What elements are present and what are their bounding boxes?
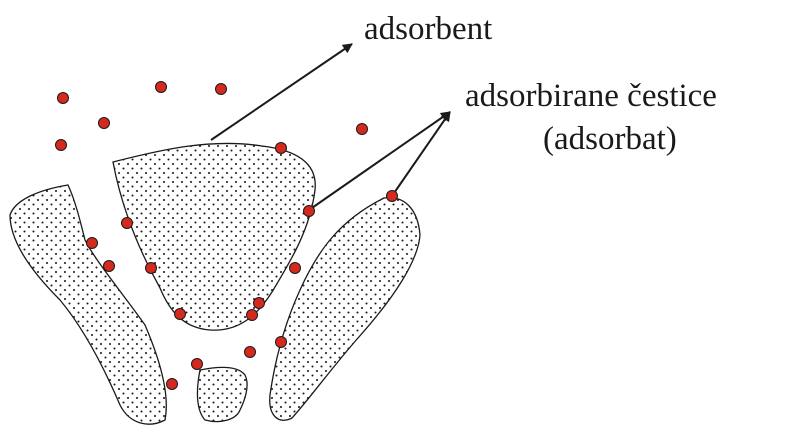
right-grain: [269, 197, 421, 421]
particle: [386, 190, 398, 202]
particle: [86, 237, 98, 249]
particle: [166, 378, 178, 390]
center-grain: [112, 142, 316, 331]
particle: [275, 142, 287, 154]
particle: [57, 92, 69, 104]
pointer-arrows: [210, 43, 451, 211]
particle: [191, 358, 203, 370]
arrow-particle-2: [391, 111, 451, 197]
particle: [121, 217, 133, 229]
particle: [145, 262, 157, 274]
particle: [103, 260, 115, 272]
particle: [289, 262, 301, 274]
arrow-particle-1: [308, 111, 451, 211]
particle: [275, 336, 287, 348]
small-grain: [196, 366, 248, 423]
particle: [246, 309, 258, 321]
arrow-to-adsorbent-label: [210, 43, 353, 141]
particle: [303, 205, 315, 217]
particle: [253, 297, 265, 309]
adsorbent-label: adsorbent: [364, 11, 493, 47]
particle: [356, 123, 368, 135]
adsorbate-particles: [55, 81, 398, 390]
adsorbed-particles-label: adsorbirane čestice: [465, 78, 717, 114]
particle: [244, 346, 256, 358]
particle: [174, 308, 186, 320]
left-grain: [9, 184, 167, 425]
particle: [55, 139, 67, 151]
adsorbate-label: (adsorbat): [543, 121, 677, 157]
adsorbent-grains: [9, 142, 421, 425]
particle: [215, 83, 227, 95]
particle: [155, 81, 167, 93]
particle: [98, 117, 110, 129]
